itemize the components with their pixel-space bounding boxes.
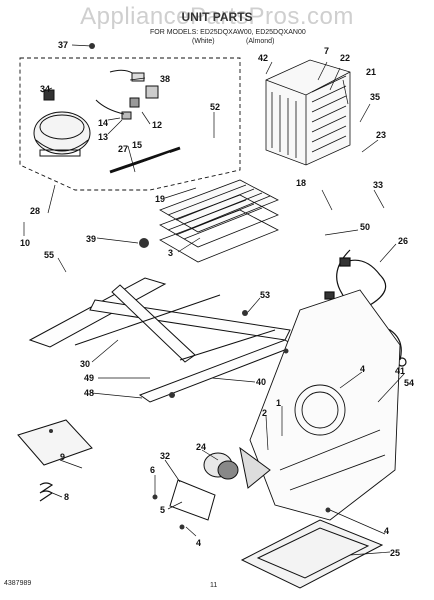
callout-41: 41 xyxy=(395,366,406,376)
callout-33: 33 xyxy=(373,180,384,190)
callout-26: 26 xyxy=(398,236,409,246)
callout-4b: 4 xyxy=(196,538,202,548)
callout-38: 38 xyxy=(160,74,171,84)
callout-3: 3 xyxy=(168,248,174,258)
condenser-coil xyxy=(159,179,279,263)
models-line: FOR MODELS: ED25DQXAW00, ED25DQXAN00 xyxy=(150,29,306,36)
watermark: AppliancePartsPros.com xyxy=(80,3,354,30)
callout-9: 9 xyxy=(60,452,66,462)
callout-8: 8 xyxy=(64,492,70,502)
callout-28: 28 xyxy=(30,206,41,216)
callout-53: 53 xyxy=(260,290,271,300)
color-white-label: (White) xyxy=(192,38,215,45)
callout-24: 24 xyxy=(196,442,207,452)
callout-52: 52 xyxy=(210,102,221,112)
diagram-title: UNIT PARTS xyxy=(181,10,253,24)
callout-25: 25 xyxy=(390,548,401,558)
compressor-drawing xyxy=(33,89,91,157)
callout-6: 6 xyxy=(150,465,156,475)
drain-pan xyxy=(240,519,384,589)
relay-parts xyxy=(95,69,159,120)
callout-55: 55 xyxy=(44,250,55,260)
callout-22: 22 xyxy=(340,53,351,63)
callout-42: 42 xyxy=(258,53,269,63)
color-almond-label: (Almond) xyxy=(246,38,275,45)
page-number: 11 xyxy=(210,582,218,589)
callout-10: 10 xyxy=(20,238,31,248)
callout-27: 27 xyxy=(118,144,129,154)
callout-40: 40 xyxy=(256,377,267,387)
callout-1: 1 xyxy=(276,398,282,408)
callout-4c: 4 xyxy=(384,526,390,536)
fan-bracket xyxy=(249,289,401,521)
callout-7: 7 xyxy=(324,46,330,56)
document-number: 4387989 xyxy=(4,580,32,587)
callout-18: 18 xyxy=(296,178,307,188)
callout-37: 37 xyxy=(58,40,69,50)
evaporator-coil xyxy=(265,59,351,166)
fan-motor-assembly xyxy=(169,446,271,521)
callout-35: 35 xyxy=(370,92,381,102)
callout-5: 5 xyxy=(160,505,166,515)
callout-49: 49 xyxy=(84,373,95,383)
callout-34: 34 xyxy=(40,84,51,94)
callout-48: 48 xyxy=(84,388,95,398)
callout-4a: 4 xyxy=(360,364,366,374)
callout-32: 32 xyxy=(160,451,171,461)
callout-30: 30 xyxy=(80,359,91,369)
callout-21: 21 xyxy=(366,67,377,77)
callout-39: 39 xyxy=(86,234,97,244)
callout-23: 23 xyxy=(376,130,387,140)
access-cover xyxy=(17,419,93,502)
callout-15: 15 xyxy=(132,140,143,150)
dryer-tube xyxy=(109,146,181,174)
callout-19: 19 xyxy=(155,194,166,204)
fasteners xyxy=(49,43,331,530)
callout-2: 2 xyxy=(262,408,268,418)
callout-50: 50 xyxy=(360,222,371,232)
callout-14: 14 xyxy=(98,118,109,128)
leader-lines xyxy=(23,44,405,556)
callout-54: 54 xyxy=(404,378,415,388)
base-frame xyxy=(28,277,297,403)
callout-13: 13 xyxy=(98,132,109,142)
compressor-group-boundary xyxy=(19,57,241,191)
callout-12: 12 xyxy=(152,120,163,130)
